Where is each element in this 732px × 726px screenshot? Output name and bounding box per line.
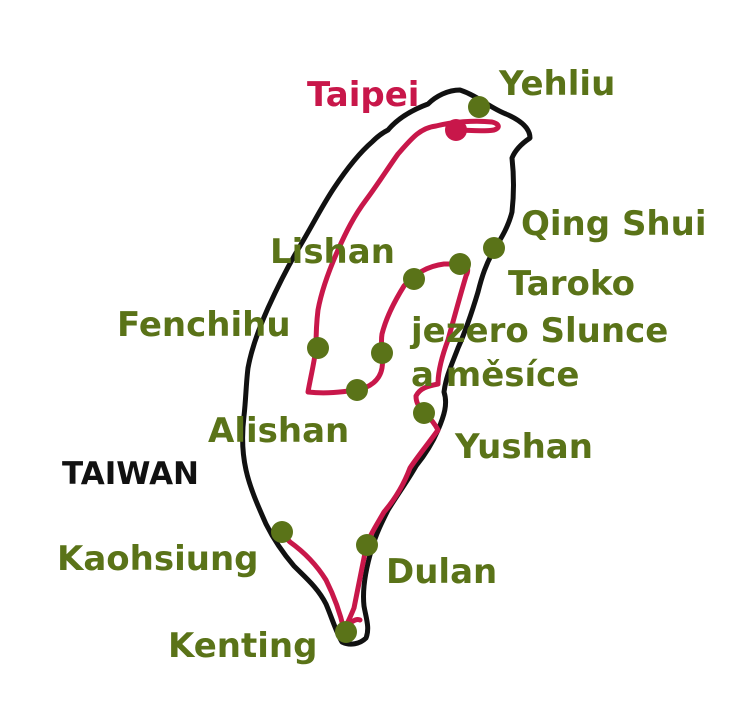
taroko-marker — [449, 253, 471, 275]
fenchihu-marker — [307, 337, 329, 359]
sunmoon-label-line1: jezero Slunce — [409, 311, 668, 351]
dulan-label: Dulan — [386, 552, 497, 592]
yehliu-label: Yehliu — [498, 64, 615, 104]
alishan-label: Alishan — [208, 411, 349, 451]
taroko-label: Taroko — [508, 264, 635, 304]
qingshui-label: Qing Shui — [521, 204, 707, 244]
sunmoon-label-line2: a měsíce — [411, 355, 579, 395]
kenting-marker — [335, 621, 357, 643]
yushan-marker — [413, 402, 435, 424]
taipei-marker — [445, 119, 467, 141]
kaohsiung-marker — [271, 521, 293, 543]
kaohsiung-label: Kaohsiung — [57, 539, 259, 579]
alishan-marker — [346, 379, 368, 401]
country-label: TAIWAN — [62, 456, 199, 492]
yushan-label: Yushan — [454, 427, 593, 467]
taipei-label: Taipei — [307, 75, 419, 115]
sunmoon-marker — [371, 342, 393, 364]
yehliu-marker — [468, 96, 490, 118]
lishan-marker — [403, 268, 425, 290]
kenting-label: Kenting — [168, 626, 317, 666]
dulan-marker — [356, 534, 378, 556]
qingshui-marker — [483, 237, 505, 259]
lishan-label: Lishan — [270, 232, 395, 272]
fenchihu-label: Fenchihu — [117, 305, 291, 345]
